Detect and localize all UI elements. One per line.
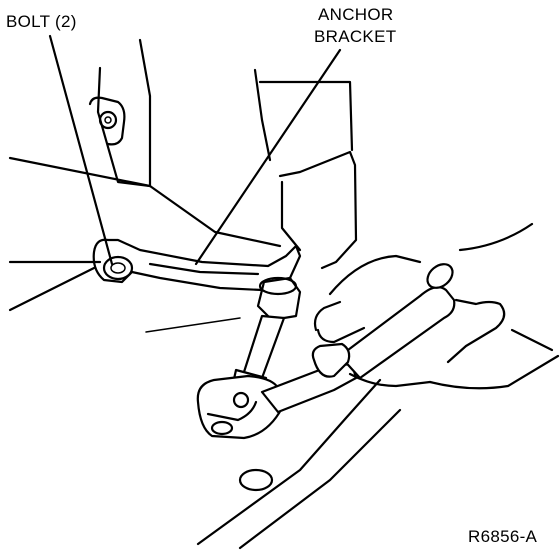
bolt-leader-line	[48, 34, 114, 266]
anchor-bracket-label-line-2: BRACKET	[314, 27, 397, 46]
figure-reference-code: R6856-A	[468, 527, 538, 546]
anchor-bracket-label-line-1: ANCHOR	[318, 5, 394, 24]
bolt-hole	[88, 96, 126, 146]
floor-pan	[8, 266, 402, 550]
seat-body	[8, 38, 358, 270]
anchor-bracket-leader-line	[194, 48, 342, 266]
bolt-label: BOLT (2)	[6, 12, 77, 31]
anchor-bracket	[92, 238, 302, 292]
leader-lines	[48, 34, 342, 266]
